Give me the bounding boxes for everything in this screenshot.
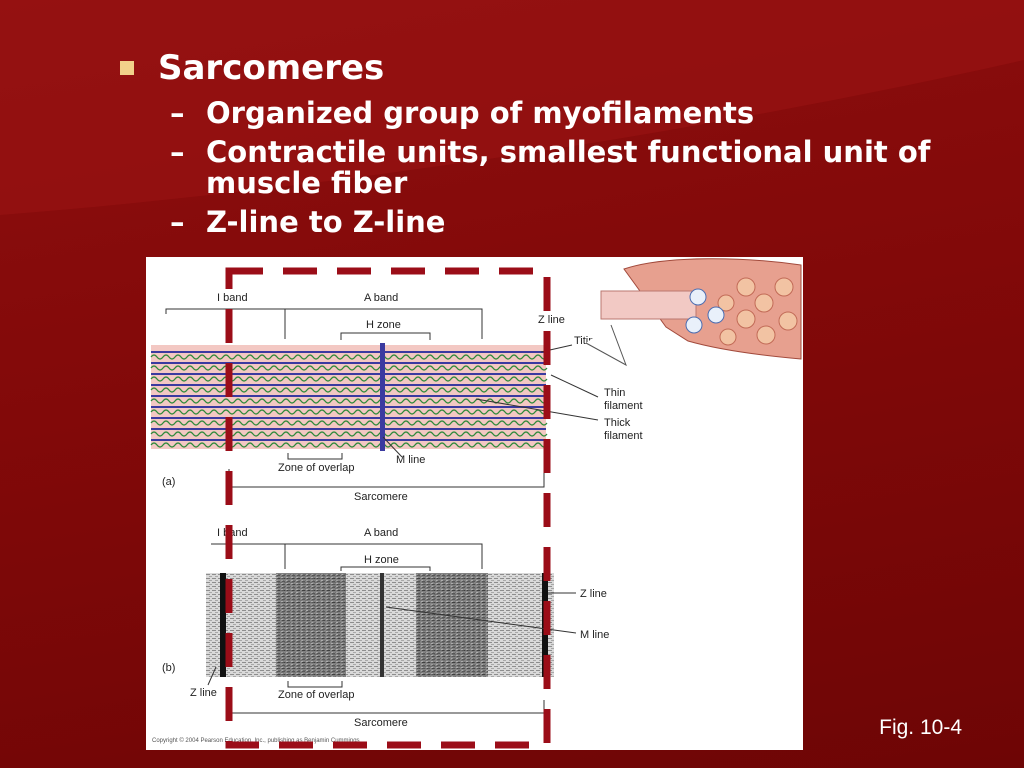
sarcomere-bracket — [228, 469, 545, 488]
thin-label: Thin — [604, 387, 625, 399]
thin-filament — [150, 365, 548, 371]
panel-b: I band A band H zone Z line M line (b) Z… — [162, 527, 609, 729]
thin-filament-label: filament — [604, 400, 643, 412]
thick-filament-label: filament — [604, 430, 643, 442]
thin-filament — [150, 442, 548, 448]
sarcomere-diagram: I band A band H zone Z line Titin Thin f… — [150, 258, 802, 749]
a-band-label-b: A band — [364, 527, 398, 539]
micrograph-z-line-left — [220, 573, 226, 677]
bullet-sarcomeres: Sarcomeres — [120, 46, 980, 90]
z-line-label-b-left: Z line — [190, 687, 217, 699]
bullet-text: Sarcomeres — [158, 48, 385, 88]
sub-bullet-text: Z-line to Z-line — [206, 205, 446, 239]
zone-overlap-bracket-b — [287, 681, 343, 688]
thin-filament — [150, 387, 548, 393]
thin-filament — [150, 398, 548, 404]
m-line-label-b: M line — [580, 629, 609, 641]
muscle-fiber-inset — [585, 258, 802, 367]
thin-filament — [150, 420, 548, 426]
figure-caption: Fig. 10-4 — [879, 716, 962, 739]
sarcomere-highlight-box — [225, 267, 551, 749]
copyright-text: Copyright © 2004 Pearson Education, Inc.… — [152, 737, 360, 744]
micrograph-m-line — [380, 573, 384, 677]
thin-filament — [150, 376, 548, 382]
panel-a-letter: (a) — [162, 476, 175, 488]
thin-filament — [150, 431, 548, 437]
zone-overlap-label: Zone of overlap — [278, 462, 354, 474]
sarcomere-label: Sarcomere — [354, 491, 408, 503]
dash-marker: – — [170, 205, 185, 239]
panel-b-letter: (b) — [162, 662, 175, 674]
a-band-bracket-b — [284, 543, 483, 569]
zone-overlap-bracket — [287, 453, 343, 460]
fiber-cells — [717, 277, 798, 346]
h-zone-label: H zone — [366, 319, 401, 331]
sarcomere-bracket-b — [228, 700, 545, 714]
i-band-label: I band — [217, 292, 248, 304]
h-zone-bracket-b — [340, 566, 431, 571]
square-bullet-icon — [120, 61, 134, 75]
h-zone-bracket — [340, 332, 431, 340]
sub-bullet-1: – Organized group of myofilaments — [170, 98, 980, 129]
sub-bullet-3: – Z-line to Z-line — [170, 207, 980, 238]
sub-bullet-text: Contractile units, smallest functional u… — [206, 135, 931, 200]
zone-overlap-label-b: Zone of overlap — [278, 689, 354, 701]
panel-a: I band A band H zone Z line Titin Thin f… — [150, 258, 802, 503]
sub-bullet-text: Organized group of myofilaments — [206, 96, 755, 130]
m-line-label: M line — [396, 454, 425, 466]
sub-bullet-2: – Contractile units, smallest functional… — [170, 137, 980, 199]
z-line-label-b: Z line — [580, 588, 607, 600]
sarcomere-label-b: Sarcomere — [354, 717, 408, 729]
micrograph-overlap-left — [276, 573, 346, 677]
thick-label: Thick — [604, 417, 631, 429]
z-line-label: Z line — [538, 314, 565, 326]
myofibril-ends — [685, 288, 725, 334]
dash-marker: – — [170, 96, 185, 130]
bullet-list: Sarcomeres – Organized group of myofilam… — [120, 46, 980, 238]
thin-filament — [150, 409, 548, 415]
m-line-mark — [380, 343, 385, 451]
a-band-bracket — [284, 308, 483, 339]
h-zone-label-b: H zone — [364, 554, 399, 566]
sarcomere-figure: I band A band H zone Z line Titin Thin f… — [146, 257, 803, 750]
dash-marker: – — [170, 135, 185, 169]
filament-lattice — [150, 351, 548, 448]
thin-filament — [150, 354, 548, 360]
a-band-label: A band — [364, 292, 398, 304]
micrograph-overlap-right — [416, 573, 488, 677]
